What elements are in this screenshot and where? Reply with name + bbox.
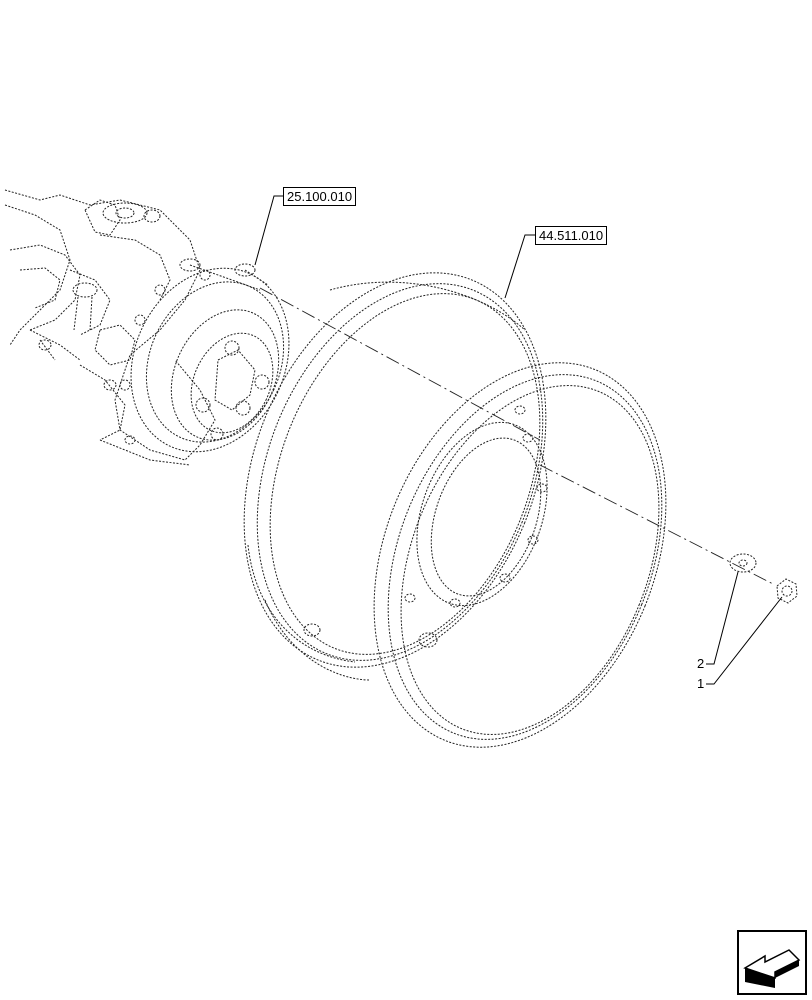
reference-label-hub-assembly[interactable]: 25.100.010 [283,187,357,206]
leader-line-item-1 [706,596,783,685]
washer [729,553,757,573]
hub-flange [119,267,290,453]
previous-page-arrow-icon[interactable] [737,930,807,995]
leader-line-item-2 [706,571,739,665]
wheel-rim [243,272,667,748]
leader-line-rim [504,234,535,299]
hex-nut [776,578,798,604]
callout-item-1: 1 [697,676,705,691]
axle-housing [4,189,269,466]
reference-label-wheel-rim[interactable]: 44.511.010 [535,226,608,245]
callout-item-2: 2 [697,656,705,671]
assembly-axis-line [259,287,776,586]
leader-line-hub [254,195,283,266]
